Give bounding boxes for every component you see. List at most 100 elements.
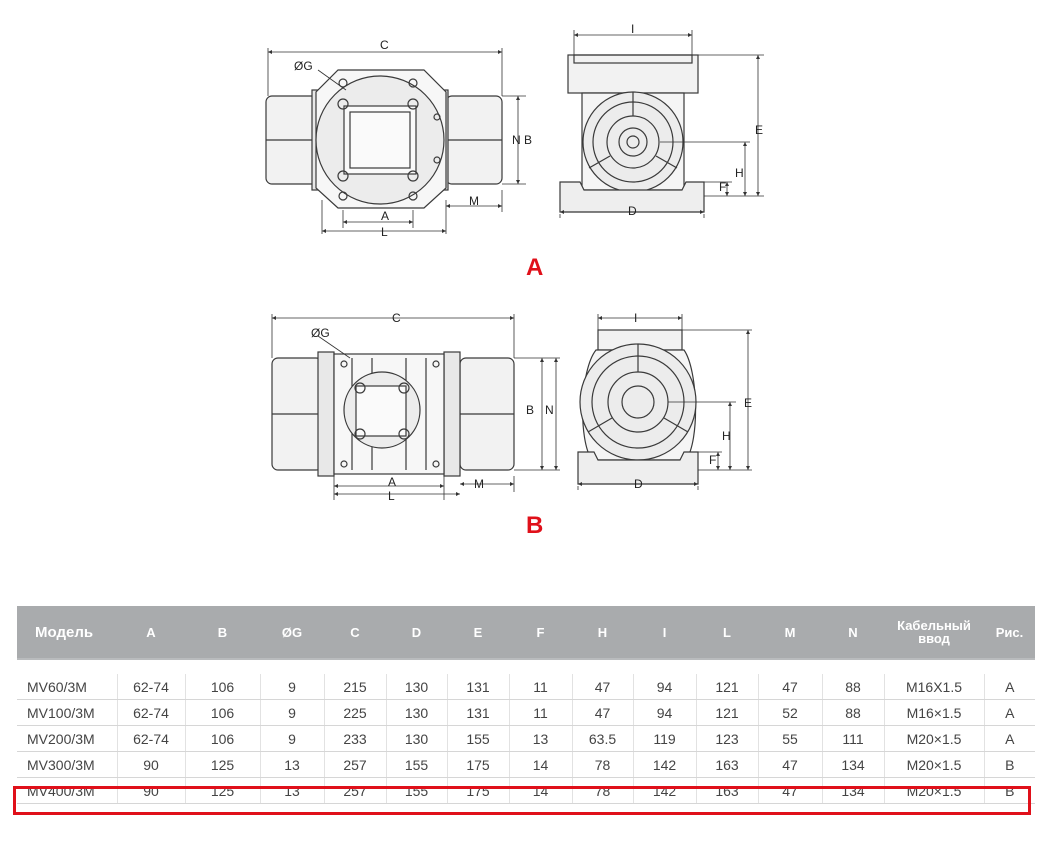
table-cell: 119 [632, 725, 696, 752]
table-cell: 130 [385, 674, 447, 700]
table-cell: 106 [184, 674, 260, 700]
table-cell: 233 [323, 725, 386, 752]
table-cell: 14 [508, 777, 572, 804]
table-cell: 62-74 [116, 725, 185, 752]
technical-drawings: C ØG N B A L M I E H F D [265, 22, 764, 503]
table-cell: 52 [757, 699, 822, 726]
dim-label: B [526, 403, 534, 417]
table-cell: 225 [323, 699, 386, 726]
table-cell: 155 [385, 751, 447, 778]
table-cell: 9 [259, 725, 324, 752]
table-cell: 155 [446, 725, 509, 752]
dim-label: F [709, 453, 716, 467]
table-cell: 163 [695, 751, 758, 778]
model-cell: MV200/3M [17, 725, 117, 752]
dim-label: L [388, 489, 395, 503]
table-cell: 111 [821, 725, 884, 752]
figure-a-side-view [559, 54, 705, 213]
dim-label: M [469, 194, 479, 208]
dim-label: C [392, 311, 401, 325]
table-cell: 63.5 [571, 725, 633, 752]
table-cell: 125 [184, 751, 260, 778]
header-cell: F [509, 606, 572, 659]
table-cell: 94 [632, 674, 696, 700]
model-cell: MV300/3M [17, 751, 117, 778]
table-cell: M16X1.5 [883, 674, 984, 700]
table-cell: M16×1.5 [883, 699, 984, 726]
dim-label: I [634, 311, 637, 325]
header-cell: Рис. [984, 606, 1035, 659]
model-cell: MV400/3M [17, 777, 117, 804]
dim-label: I [631, 22, 634, 36]
table-cell: 47 [571, 674, 633, 700]
table-cell: M20×1.5 [883, 751, 984, 778]
table-cell: 47 [571, 699, 633, 726]
header-cell: ØG [260, 606, 324, 659]
header-cell: Кабельный ввод [884, 606, 984, 659]
table-cell: 11 [508, 699, 572, 726]
table-cell: 142 [632, 777, 696, 804]
table-cell: 142 [632, 751, 696, 778]
table-cell: 62-74 [116, 674, 185, 700]
table-cell: 175 [446, 751, 509, 778]
table-cell: 123 [695, 725, 758, 752]
table-cell: 106 [184, 699, 260, 726]
dim-label: N [512, 133, 521, 147]
table-cell: 90 [116, 751, 185, 778]
table-cell: 47 [757, 751, 822, 778]
table-cell: 11 [508, 674, 572, 700]
table-cell: 90 [116, 777, 185, 804]
table-cell: 125 [184, 777, 260, 804]
header-cell: C [324, 606, 386, 659]
table-cell: 131 [446, 674, 509, 700]
table-cell: 55 [757, 725, 822, 752]
dim-label: D [634, 477, 643, 491]
table-cell: 78 [571, 751, 633, 778]
header-cell: L [696, 606, 758, 659]
header-cell: B [185, 606, 260, 659]
header-cell: A [117, 606, 185, 659]
table-cell: B [983, 777, 1035, 804]
table-cell: 130 [385, 725, 447, 752]
dim-label: ØG [311, 326, 330, 340]
table-cell: 94 [632, 699, 696, 726]
table-cell: 9 [259, 699, 324, 726]
table-cell: 257 [323, 777, 386, 804]
table-cell: 121 [695, 699, 758, 726]
dim-label: E [744, 396, 752, 410]
table-cell: 62-74 [116, 699, 185, 726]
header-cell: H [572, 606, 633, 659]
figure-a-side-dimensions [559, 30, 764, 218]
dim-label: A [388, 475, 396, 489]
table-cell: 47 [757, 777, 822, 804]
table-cell: 134 [821, 777, 884, 804]
table-cell: 47 [757, 674, 822, 700]
table-separator [17, 658, 1035, 674]
model-cell: MV100/3M [17, 699, 117, 726]
table-cell: 78 [571, 777, 633, 804]
table-cell: 13 [508, 725, 572, 752]
table-cell: 131 [446, 699, 509, 726]
figure-a-top-view [265, 69, 503, 209]
header-cell: M [758, 606, 822, 659]
header-cell: I [633, 606, 696, 659]
table-cell: B [983, 751, 1035, 778]
figure-b-label: B [526, 512, 544, 539]
figure-b-side-dimensions [577, 314, 752, 490]
dim-label: N [545, 403, 554, 417]
table-cell: 88 [821, 699, 884, 726]
dim-label: ØG [294, 59, 313, 73]
dim-label: L [381, 225, 388, 239]
table-cell: M20×1.5 [883, 725, 984, 752]
dim-label: H [722, 429, 731, 443]
dim-label: B [524, 133, 532, 147]
figure-b-side-view [577, 329, 699, 485]
table-cell: A [983, 725, 1035, 752]
figure-a-label: A [526, 254, 544, 281]
table-cell: 88 [821, 674, 884, 700]
dim-label: H [735, 166, 744, 180]
